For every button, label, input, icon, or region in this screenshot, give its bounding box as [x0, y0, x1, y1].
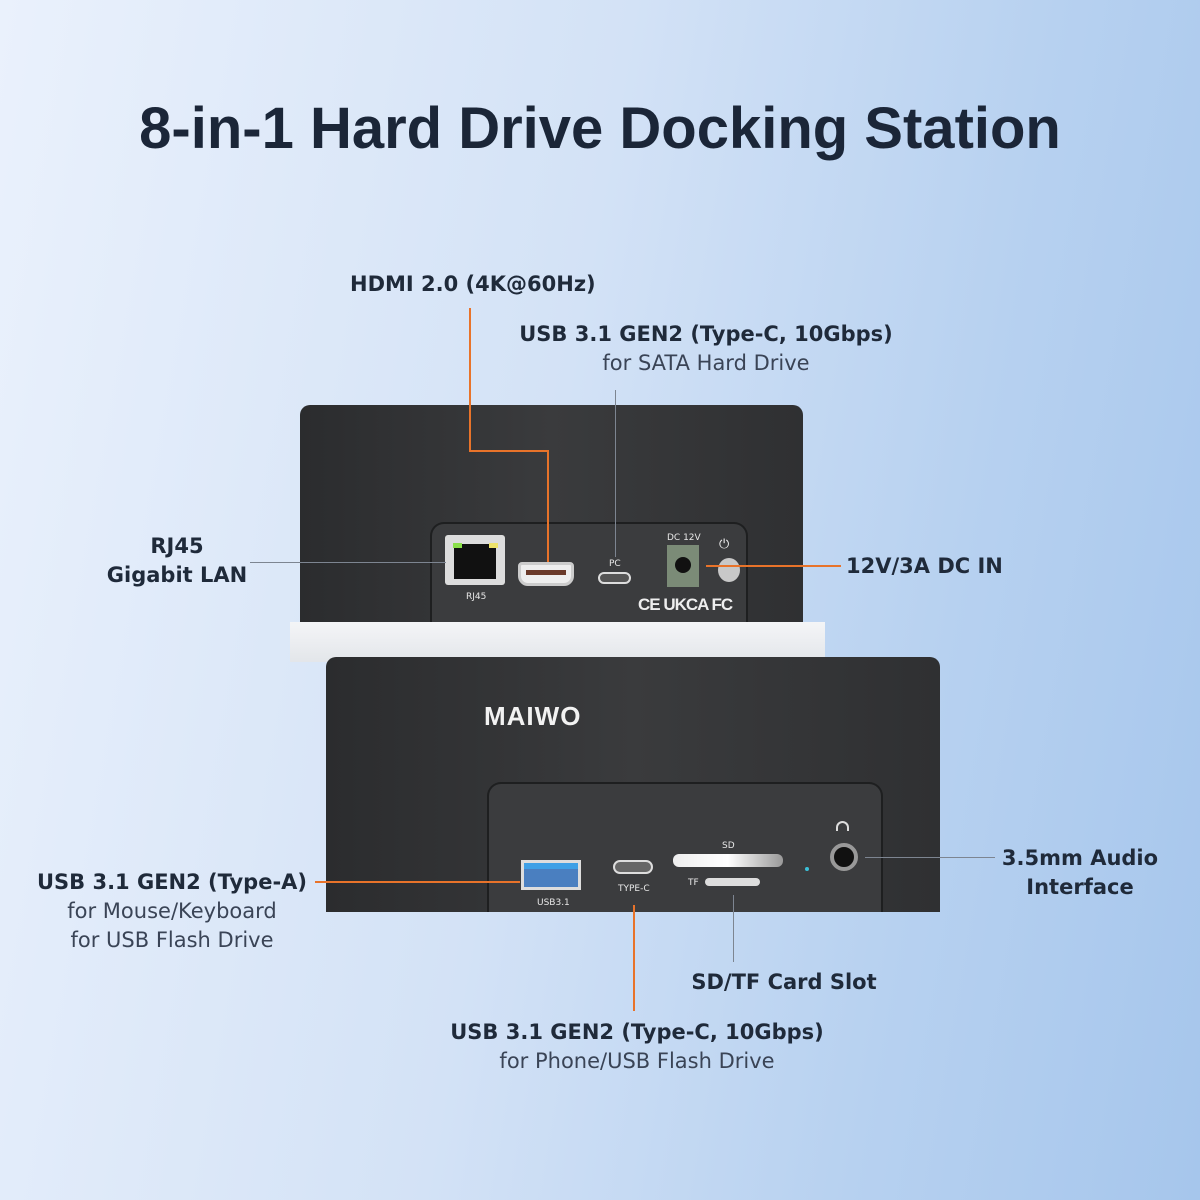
audio-callout-line — [865, 857, 995, 858]
dc-jack — [667, 545, 699, 587]
usb-port-label: USB3.1 — [537, 898, 570, 908]
hdmi-callout-line — [469, 308, 471, 451]
dc-callout-line — [706, 565, 841, 567]
usbc-bottom-label: USB 3.1 GEN2 (Type-C, 10Gbps)for Phone/U… — [450, 1020, 824, 1073]
rj45-callout-line — [250, 562, 446, 563]
audio-jack — [830, 843, 858, 871]
pc-port-label: PC — [609, 559, 621, 569]
rj45-port — [445, 535, 505, 585]
rj45-port-label: RJ45 — [466, 592, 487, 602]
sd-card-slot — [673, 854, 783, 867]
headphone-icon — [836, 821, 849, 831]
dc-label: 12V/3A DC IN — [846, 554, 1003, 578]
hdmi-port — [518, 562, 574, 586]
hdmi-callout-line-v — [547, 450, 549, 562]
certification-marks: CE UKCA FC — [638, 595, 733, 614]
dc-port-label: DC 12V — [667, 533, 701, 543]
usbc-top-label: USB 3.1 GEN2 (Type-C, 10Gbps)for SATA Ha… — [519, 322, 893, 375]
card-slot-label: SD/TF Card Slot — [691, 970, 877, 994]
power-button[interactable] — [718, 558, 740, 582]
usb-c-port-back — [598, 572, 631, 584]
hdmi-callout-line-h — [469, 450, 549, 452]
typec-port-label: TYPE-C — [618, 884, 650, 894]
status-led — [805, 867, 809, 871]
usbc-top-callout-line — [615, 390, 616, 557]
sd-slot-label: SD — [722, 841, 735, 851]
card-callout-line — [733, 895, 734, 962]
power-icon: ⏻ — [719, 537, 730, 552]
usb-c-port-front — [613, 860, 653, 874]
usb-a-port — [521, 860, 581, 890]
usba-callout-line — [315, 881, 520, 883]
page-title: 8-in-1 Hard Drive Docking Station — [139, 96, 1061, 161]
tf-card-slot — [705, 878, 760, 886]
usbc-bottom-callout-line — [633, 905, 635, 1011]
tf-slot-label: TF — [688, 878, 699, 888]
brand-logo: MAIWO — [484, 701, 582, 731]
hdmi-label: HDMI 2.0 (4K@60Hz) — [350, 272, 596, 296]
